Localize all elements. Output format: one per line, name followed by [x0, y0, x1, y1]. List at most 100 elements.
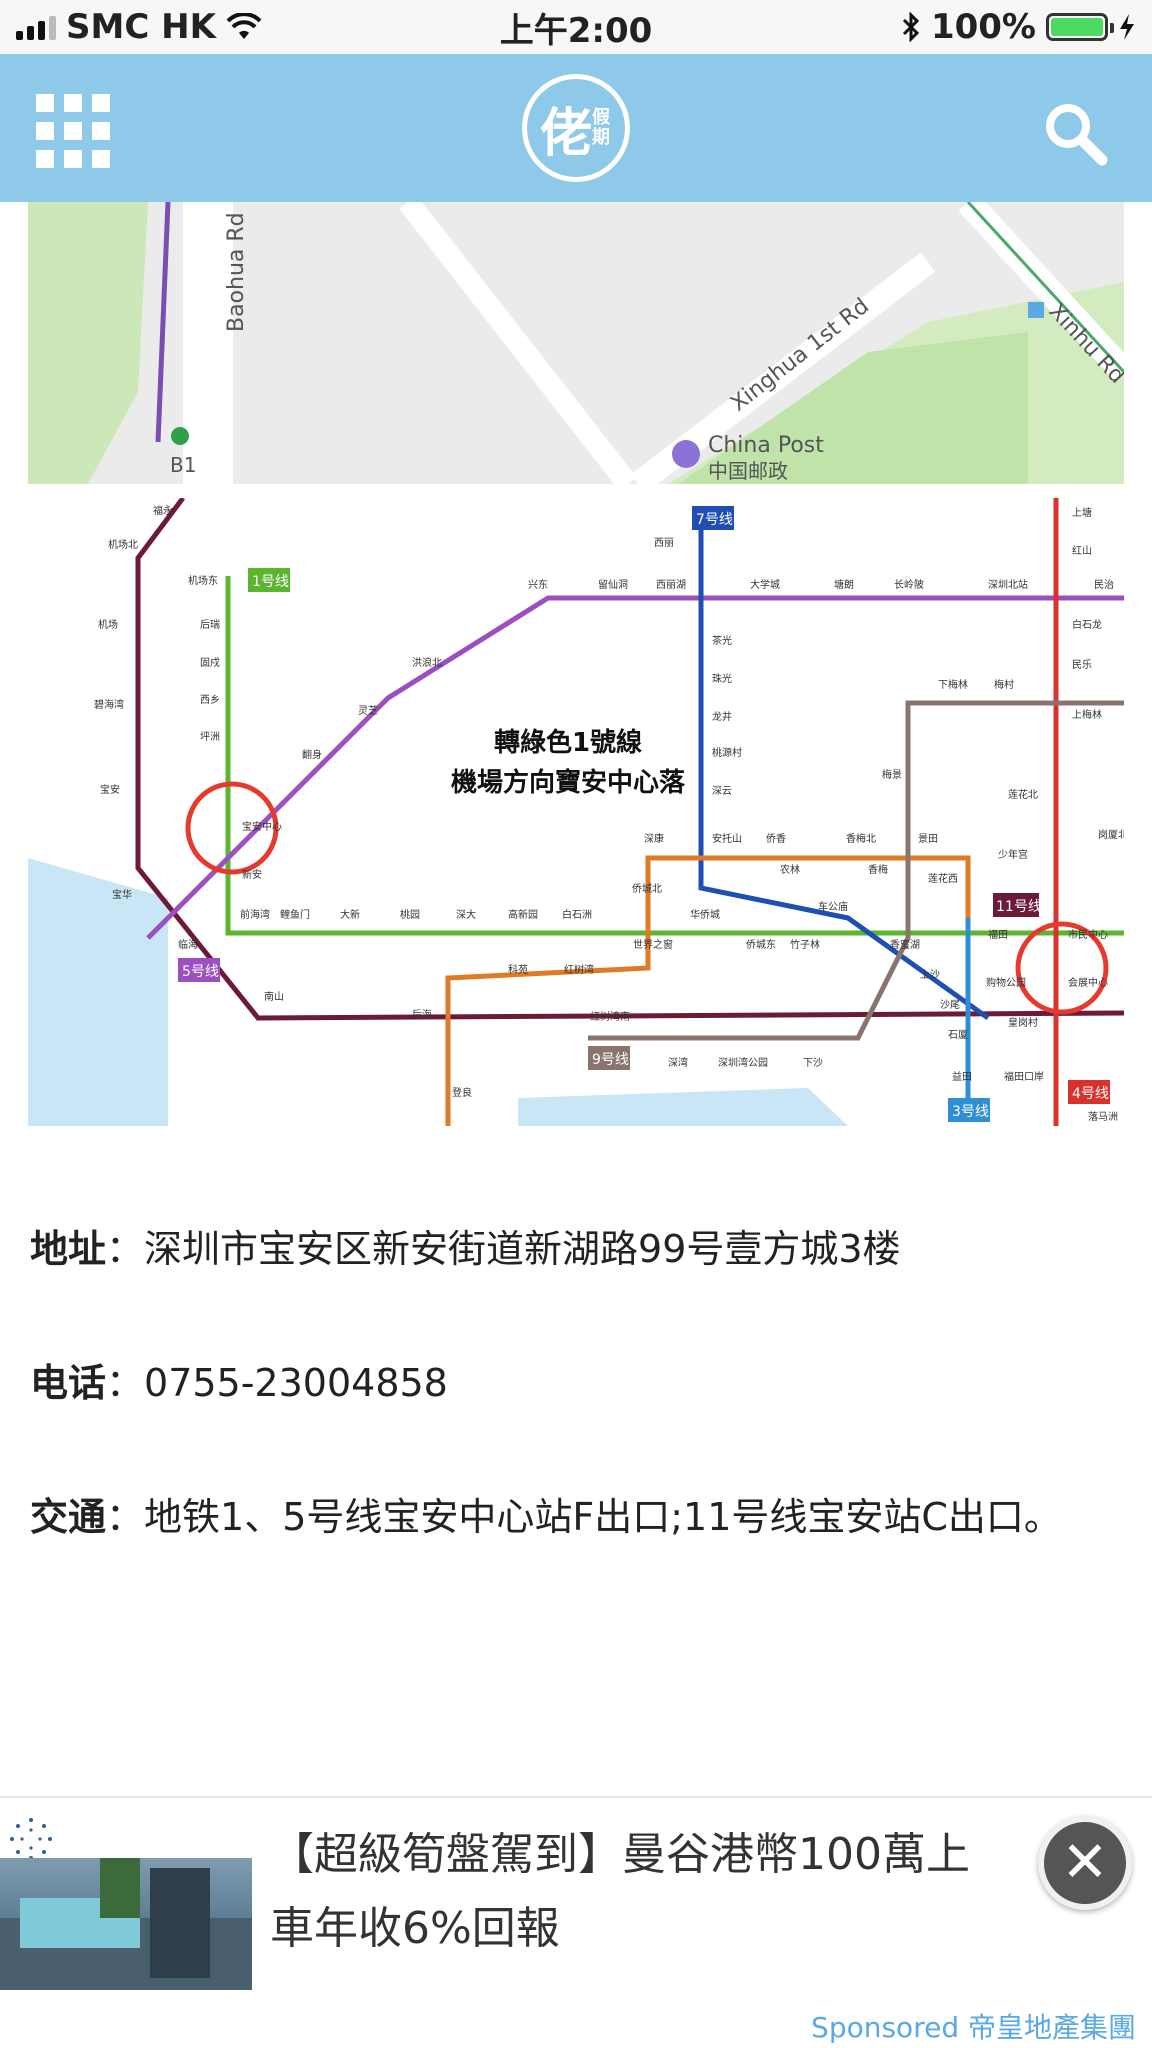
svg-text:上塘: 上塘: [1072, 506, 1092, 519]
ad-close-button[interactable]: ✕: [1038, 1816, 1132, 1910]
svg-text:福田: 福田: [988, 928, 1008, 941]
status-bar: SMC HK 上午2:00 100%: [0, 0, 1152, 54]
street-map-graphic: Baohua Rd Xinghua 1st Rd Xinhu Rd China …: [28, 202, 1124, 484]
svg-text:后海: 后海: [412, 1008, 432, 1021]
svg-text:兴东: 兴东: [528, 578, 548, 591]
svg-text:梅景: 梅景: [882, 768, 902, 781]
traffic-label: 交通: [30, 1495, 107, 1539]
svg-text:世界之窗: 世界之窗: [633, 938, 673, 951]
svg-text:车公庙: 车公庙: [818, 900, 848, 913]
svg-text:前海湾: 前海湾: [240, 908, 270, 921]
svg-text:塘朗: 塘朗: [834, 578, 854, 591]
svg-text:桃源村: 桃源村: [712, 746, 742, 759]
svg-text:红树湾: 红树湾: [564, 963, 594, 976]
address-label: 地址: [30, 1227, 107, 1271]
civic-center-highlight: [1015, 921, 1109, 1015]
svg-text:深康: 深康: [644, 832, 664, 845]
svg-text:石厦: 石厦: [948, 1029, 968, 1041]
svg-text:西乡: 西乡: [200, 694, 220, 706]
line4-badge: [1068, 1080, 1110, 1104]
exit-label: B1: [170, 453, 196, 477]
poi-china-post-en: China Post: [708, 433, 824, 458]
grid-menu-icon[interactable]: [36, 94, 110, 168]
station-labels: 福永 机场北 机场东 机场 后瑞 固戍 西乡 坪洲 碧海湾 宝安 宝安中心 新安…: [94, 504, 1124, 1123]
svg-text:深云: 深云: [712, 785, 732, 797]
map-caption-line1: 轉綠色1號線: [493, 728, 643, 758]
svg-text:宝安: 宝安: [100, 783, 120, 796]
svg-text:莲花北: 莲花北: [1008, 788, 1038, 801]
traffic-value: ：地铁1、5号线宝安中心站F出口;11号线宝安站C出口。: [106, 1495, 1062, 1539]
ad-thumbnail[interactable]: [0, 1858, 252, 1990]
bus-stop-icon: [1028, 302, 1044, 318]
ad-sponsored-label[interactable]: Sponsored 帝皇地產集團: [811, 2011, 1136, 2044]
svg-text:机场: 机场: [98, 618, 118, 631]
app-header: 佬 假期: [0, 54, 1152, 202]
bluetooth-icon: [902, 12, 920, 42]
svg-text:岗厦北: 岗厦北: [1098, 829, 1124, 841]
svg-text:南山: 南山: [264, 990, 284, 1003]
svg-text:深大: 深大: [456, 908, 476, 921]
line1-badge: [248, 568, 290, 592]
line1-badge-label: 1号线: [252, 574, 289, 590]
address-value: ：深圳市宝安区新安街道新湖路99号壹方城3楼: [106, 1227, 901, 1271]
map-caption: 轉綠色1號線 機場方向寶安中心落: [388, 723, 748, 803]
svg-text:香蜜湖: 香蜜湖: [890, 938, 920, 951]
phone-value[interactable]: ：0755-23004858: [106, 1361, 448, 1405]
poi-china-post-cn: 中国邮政: [708, 459, 788, 483]
svg-text:鲤鱼门: 鲤鱼门: [280, 908, 310, 921]
metro-map[interactable]: 1号线 7号线 5号线 11号线 9号线 3号线 4号线 福永 机场北 机场东 …: [28, 498, 1124, 1126]
svg-text:珠光: 珠光: [712, 672, 732, 685]
svg-text:机场东: 机场东: [188, 574, 218, 587]
phone-row: 电话：0755-23004858: [30, 1352, 448, 1407]
line7-badge: [692, 506, 734, 530]
svg-text:临海: 临海: [178, 938, 198, 951]
svg-text:景田: 景田: [918, 833, 938, 845]
svg-text:竹子林: 竹子林: [790, 938, 820, 951]
svg-text:翻身: 翻身: [302, 748, 322, 761]
baoan-center-highlight: [185, 781, 279, 875]
address-row: 地址：深圳市宝安区新安街道新湖路99号壹方城3楼: [30, 1218, 901, 1273]
svg-text:香梅北: 香梅北: [846, 832, 876, 845]
line4-badge-label: 4号线: [1072, 1086, 1109, 1102]
svg-text:侨城北: 侨城北: [632, 883, 662, 895]
svg-text:后瑞: 后瑞: [200, 619, 220, 631]
status-right: 100%: [901, 7, 1136, 47]
ad-banner[interactable]: 【超級筍盤駕到】曼谷港幣100萬上 車年收6%回報 ✕ Sponsored 帝皇…: [0, 1796, 1152, 2048]
line3-badge: [948, 1098, 990, 1122]
svg-text:长岭陂: 长岭陂: [894, 578, 924, 591]
phone-label: 电话: [30, 1361, 107, 1405]
svg-text:红山: 红山: [1072, 544, 1092, 557]
line5-badge-label: 5号线: [182, 964, 219, 980]
battery-percent: 100%: [930, 7, 1036, 47]
svg-text:香梅: 香梅: [868, 863, 888, 876]
svg-text:上沙: 上沙: [920, 969, 940, 981]
svg-text:市民中心: 市民中心: [1068, 928, 1108, 941]
ad-title[interactable]: 【超級筍盤駕到】曼谷港幣100萬上 車年收6%回報: [270, 1829, 970, 1954]
svg-text:梅村: 梅村: [994, 678, 1014, 691]
svg-text:深圳北站: 深圳北站: [988, 578, 1028, 591]
line9-badge: [588, 1046, 630, 1070]
street-map[interactable]: Baohua Rd Xinghua 1st Rd Xinhu Rd China …: [28, 202, 1124, 484]
svg-text:白石龙: 白石龙: [1072, 618, 1102, 631]
svg-text:莲花西: 莲花西: [928, 872, 958, 885]
china-post-pin-icon[interactable]: [672, 440, 700, 468]
svg-text:深圳湾公园: 深圳湾公园: [718, 1056, 768, 1069]
svg-text:上梅林: 上梅林: [1072, 708, 1102, 721]
svg-text:福田口岸: 福田口岸: [1004, 1070, 1044, 1083]
line9-badge-label: 9号线: [592, 1052, 629, 1068]
svg-text:华侨城: 华侨城: [690, 908, 720, 921]
line11-badge-label: 11号线: [996, 899, 1042, 915]
svg-text:洪浪北: 洪浪北: [412, 656, 442, 669]
search-icon[interactable]: [1040, 98, 1110, 168]
svg-text:民乐: 民乐: [1072, 659, 1092, 671]
svg-text:福永: 福永: [153, 504, 173, 517]
svg-text:坪洲: 坪洲: [200, 730, 220, 743]
svg-text:深湾: 深湾: [668, 1056, 688, 1069]
svg-text:农林: 农林: [780, 863, 800, 876]
map-caption-line2: 機場方向寶安中心落: [450, 768, 685, 798]
svg-text:新安: 新安: [242, 868, 262, 881]
site-logo[interactable]: 佬 假期: [522, 74, 630, 182]
metro-exit-icon: [171, 427, 189, 445]
svg-text:宝华: 宝华: [112, 888, 132, 901]
status-left: SMC HK: [16, 7, 262, 47]
